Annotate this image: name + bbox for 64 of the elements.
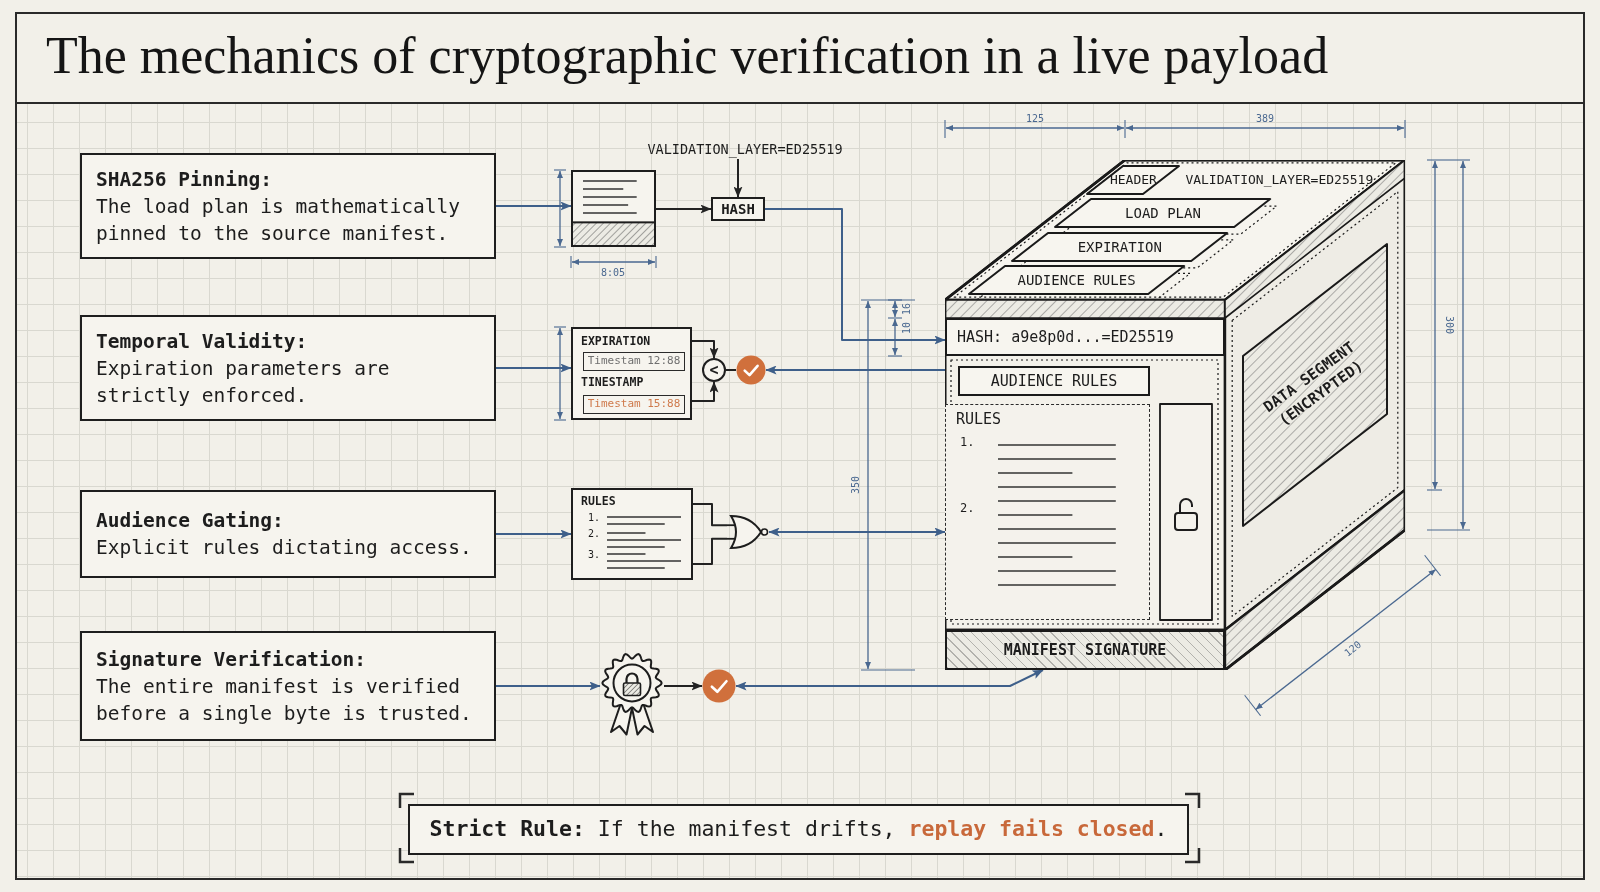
- check-icon: [736, 355, 766, 385]
- info-card: [80, 631, 496, 741]
- field-label: TINESTAMP: [581, 375, 644, 389]
- dimension-label: 300: [1443, 315, 1455, 335]
- signature-band: MANIFEST SIGNATURE: [945, 630, 1225, 670]
- arrow: [663, 681, 703, 691]
- check-icon: [702, 669, 736, 703]
- card-heading: Signature Verification:: [96, 646, 368, 673]
- document-icon: [571, 170, 656, 247]
- card-text: Explicit rules dictating access.: [96, 535, 473, 561]
- dimension-label: 125: [1025, 113, 1045, 125]
- double-arrow: [768, 527, 946, 537]
- layer-band: HEADER: [1087, 165, 1180, 194]
- face-label: VALIDATION_LAYER=ED25519: [1185, 170, 1374, 189]
- rule-banner: Strict Rule: If the manifest drifts, replay fails closed.: [408, 804, 1189, 855]
- arrow: [495, 529, 572, 539]
- hash-band: HASH: a9e8p0d...=ED25519: [945, 318, 1225, 356]
- label-band: AUDIENCE RULES: [958, 366, 1150, 396]
- dimension-label: 16: [901, 303, 913, 315]
- arrow: [495, 681, 601, 691]
- arrow: [495, 363, 572, 373]
- arrow: [691, 381, 719, 402]
- arrow: [691, 340, 719, 359]
- card-text: Expiration parameters are strictly enforced.: [96, 355, 391, 409]
- logic-gate-symbol: [727, 515, 769, 549]
- dimension-label: 350: [850, 475, 862, 495]
- list-number: 1.: [960, 435, 975, 449]
- dimension-label: 389: [1255, 113, 1275, 125]
- rules-panel: [945, 404, 1150, 620]
- page-title: The mechanics of cryptographic verification in a live payload: [46, 26, 1329, 86]
- timestamp-field: Timestam 12:88: [583, 352, 685, 371]
- card-heading: Audience Gating:: [96, 508, 285, 534]
- arrow: [765, 365, 946, 375]
- timestamp-field: Timestam 15:88: [583, 395, 685, 414]
- process-box: HASH: [711, 197, 765, 221]
- connector-line: [692, 503, 728, 527]
- info-card: [80, 315, 496, 421]
- arrow: [733, 158, 743, 198]
- card-text: The entire manifest is verified before a single byte is trusted.: [96, 673, 473, 727]
- field-label: EXPIRATION: [581, 334, 651, 348]
- rules-card: [571, 488, 693, 580]
- info-card: [80, 490, 496, 578]
- card-heading: RULES: [581, 494, 616, 508]
- list-number: 2.: [960, 501, 975, 515]
- arrow: [764, 208, 946, 345]
- dimension-label: 8:05: [600, 267, 626, 279]
- panel-heading: RULES: [956, 410, 1002, 428]
- list-number: 1.: [588, 512, 601, 524]
- timestamp-panel: [571, 327, 692, 420]
- card-heading: SHA256 Pinning:: [96, 166, 274, 193]
- annotation-text: VALIDATION_LAYER=ED25519: [636, 139, 854, 159]
- connector-line: [692, 537, 728, 565]
- card-heading: Temporal Validity:: [96, 328, 309, 355]
- connector-line: [725, 369, 737, 371]
- dimension-label: 120: [1342, 638, 1364, 660]
- card-text: The load plan is mathematically pinned to the source manifest.: [96, 193, 461, 247]
- arrow: [655, 204, 712, 214]
- info-card: [80, 153, 496, 259]
- list-number: 3.: [588, 549, 601, 561]
- data-segment-panel: [1243, 244, 1387, 526]
- award-ribbon-icon: [600, 652, 664, 736]
- list-number: 2.: [588, 528, 601, 540]
- dimension-label: 10: [901, 322, 913, 334]
- arrow: [495, 201, 572, 211]
